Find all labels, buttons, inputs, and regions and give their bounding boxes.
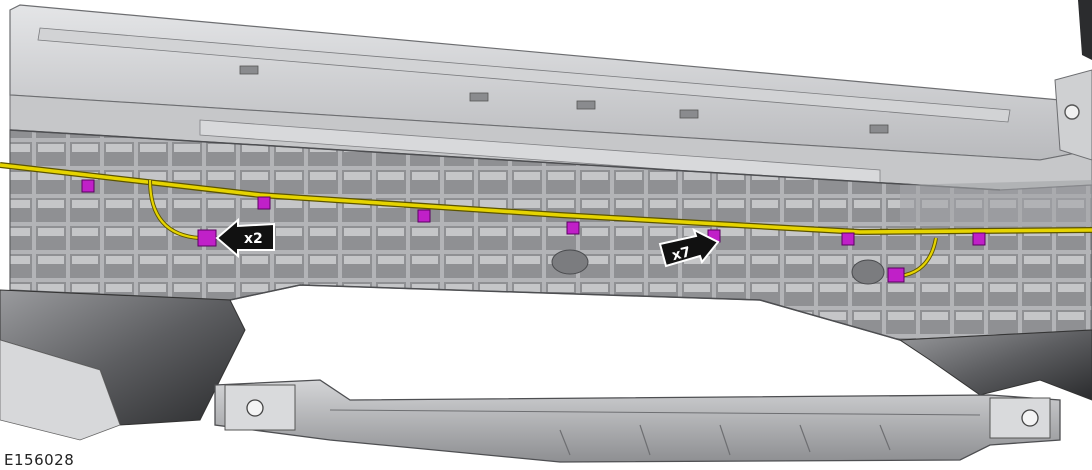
callout-label: x2	[244, 231, 263, 247]
harness-connector	[197, 229, 217, 247]
callout-arrow	[658, 228, 720, 268]
bumper-rib-structure	[9, 129, 1092, 341]
harness-clip	[972, 232, 986, 246]
harness-clip	[841, 232, 855, 246]
harness-clip	[566, 221, 580, 235]
callout-arrow	[215, 217, 275, 259]
bumper-lower-beam	[214, 379, 1061, 463]
figure-id: E156028	[4, 451, 75, 469]
harness-clip	[81, 179, 95, 193]
callout-label: x7	[670, 244, 692, 264]
harness-clip	[257, 196, 271, 210]
harness-connector	[887, 267, 905, 283]
callout-x2: x2	[215, 217, 275, 259]
wiring-harness	[0, 162, 1092, 278]
harness-clip	[417, 209, 431, 223]
bumper-lower-skin	[0, 289, 1092, 441]
callout-x7: x7	[658, 228, 720, 268]
